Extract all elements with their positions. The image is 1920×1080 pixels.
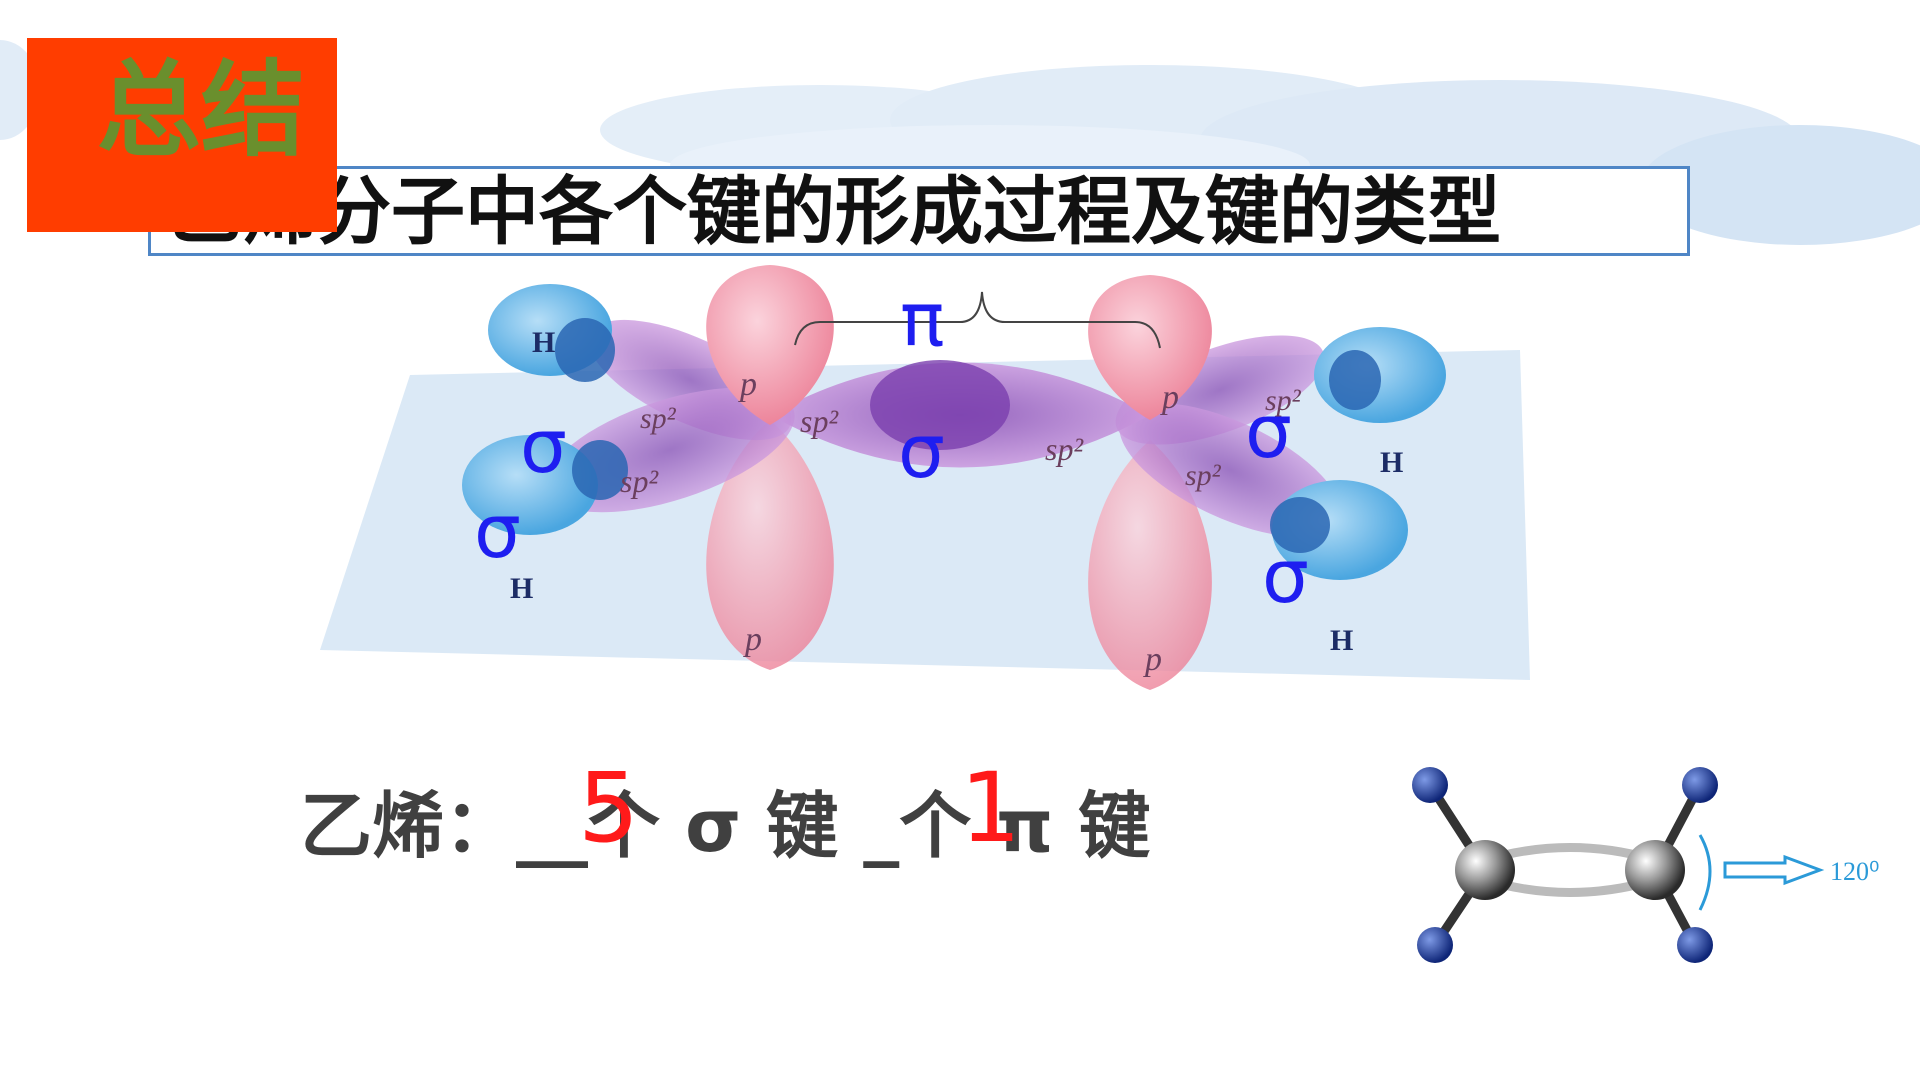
badge-label: 总结 [97,58,305,162]
h-ball-bottom-right [1677,927,1713,963]
label-p-upper-right: p [1160,379,1179,416]
label-sp2-right-lower: sp² [1185,459,1222,492]
sigma-label-h-bottom-left: σ [474,495,521,569]
angle-arrow [1725,857,1820,883]
label-h-top-left: H [532,326,555,359]
ethylene-ball-stick-model: 120⁰ [1390,745,1910,980]
label-sp2-center-left: sp² [800,403,839,439]
page-title: 乙烯分子中各个键的形成过程及键的类型 [169,171,1501,254]
sigma-label-h-bottom-right: σ [1262,540,1309,614]
label-h-top-right: H [1380,446,1403,479]
label-p-lower-right: p [1143,641,1162,678]
carbon-atom-left [1455,840,1515,900]
sigma-label-h-top-right: σ [1245,395,1292,469]
angle-label: 120⁰ [1830,857,1879,886]
angle-arc [1700,835,1710,910]
summary-text: 乙烯：__个 σ 键 _个 π 键 [300,790,1150,862]
label-h-bottom-left: H [510,572,533,605]
label-sp2-left-upper: sp² [640,402,677,435]
label-sp2-center-right: sp² [1045,431,1084,467]
summary-badge: 总结 [27,38,337,232]
title-box: 乙烯分子中各个键的形成过程及键的类型 [148,166,1690,256]
sigma-count-answer: 5 [578,760,639,856]
pi-count-answer: 1 [960,760,1021,856]
sigma-label-h-top-left: σ [520,410,567,484]
h-ball-top-right [1682,767,1718,803]
sigma-label-cc: σ [898,415,945,489]
h-ball-top-left [1412,767,1448,803]
label-p-lower-left: p [743,621,762,658]
label-sp2-left-lower: sp² [620,463,659,499]
h-ball-bottom-left [1417,927,1453,963]
label-p-upper-left: p [738,366,757,403]
label-h-bottom-right: H [1330,624,1353,657]
pi-bond-label: π [900,283,945,357]
carbon-atom-right [1625,840,1685,900]
